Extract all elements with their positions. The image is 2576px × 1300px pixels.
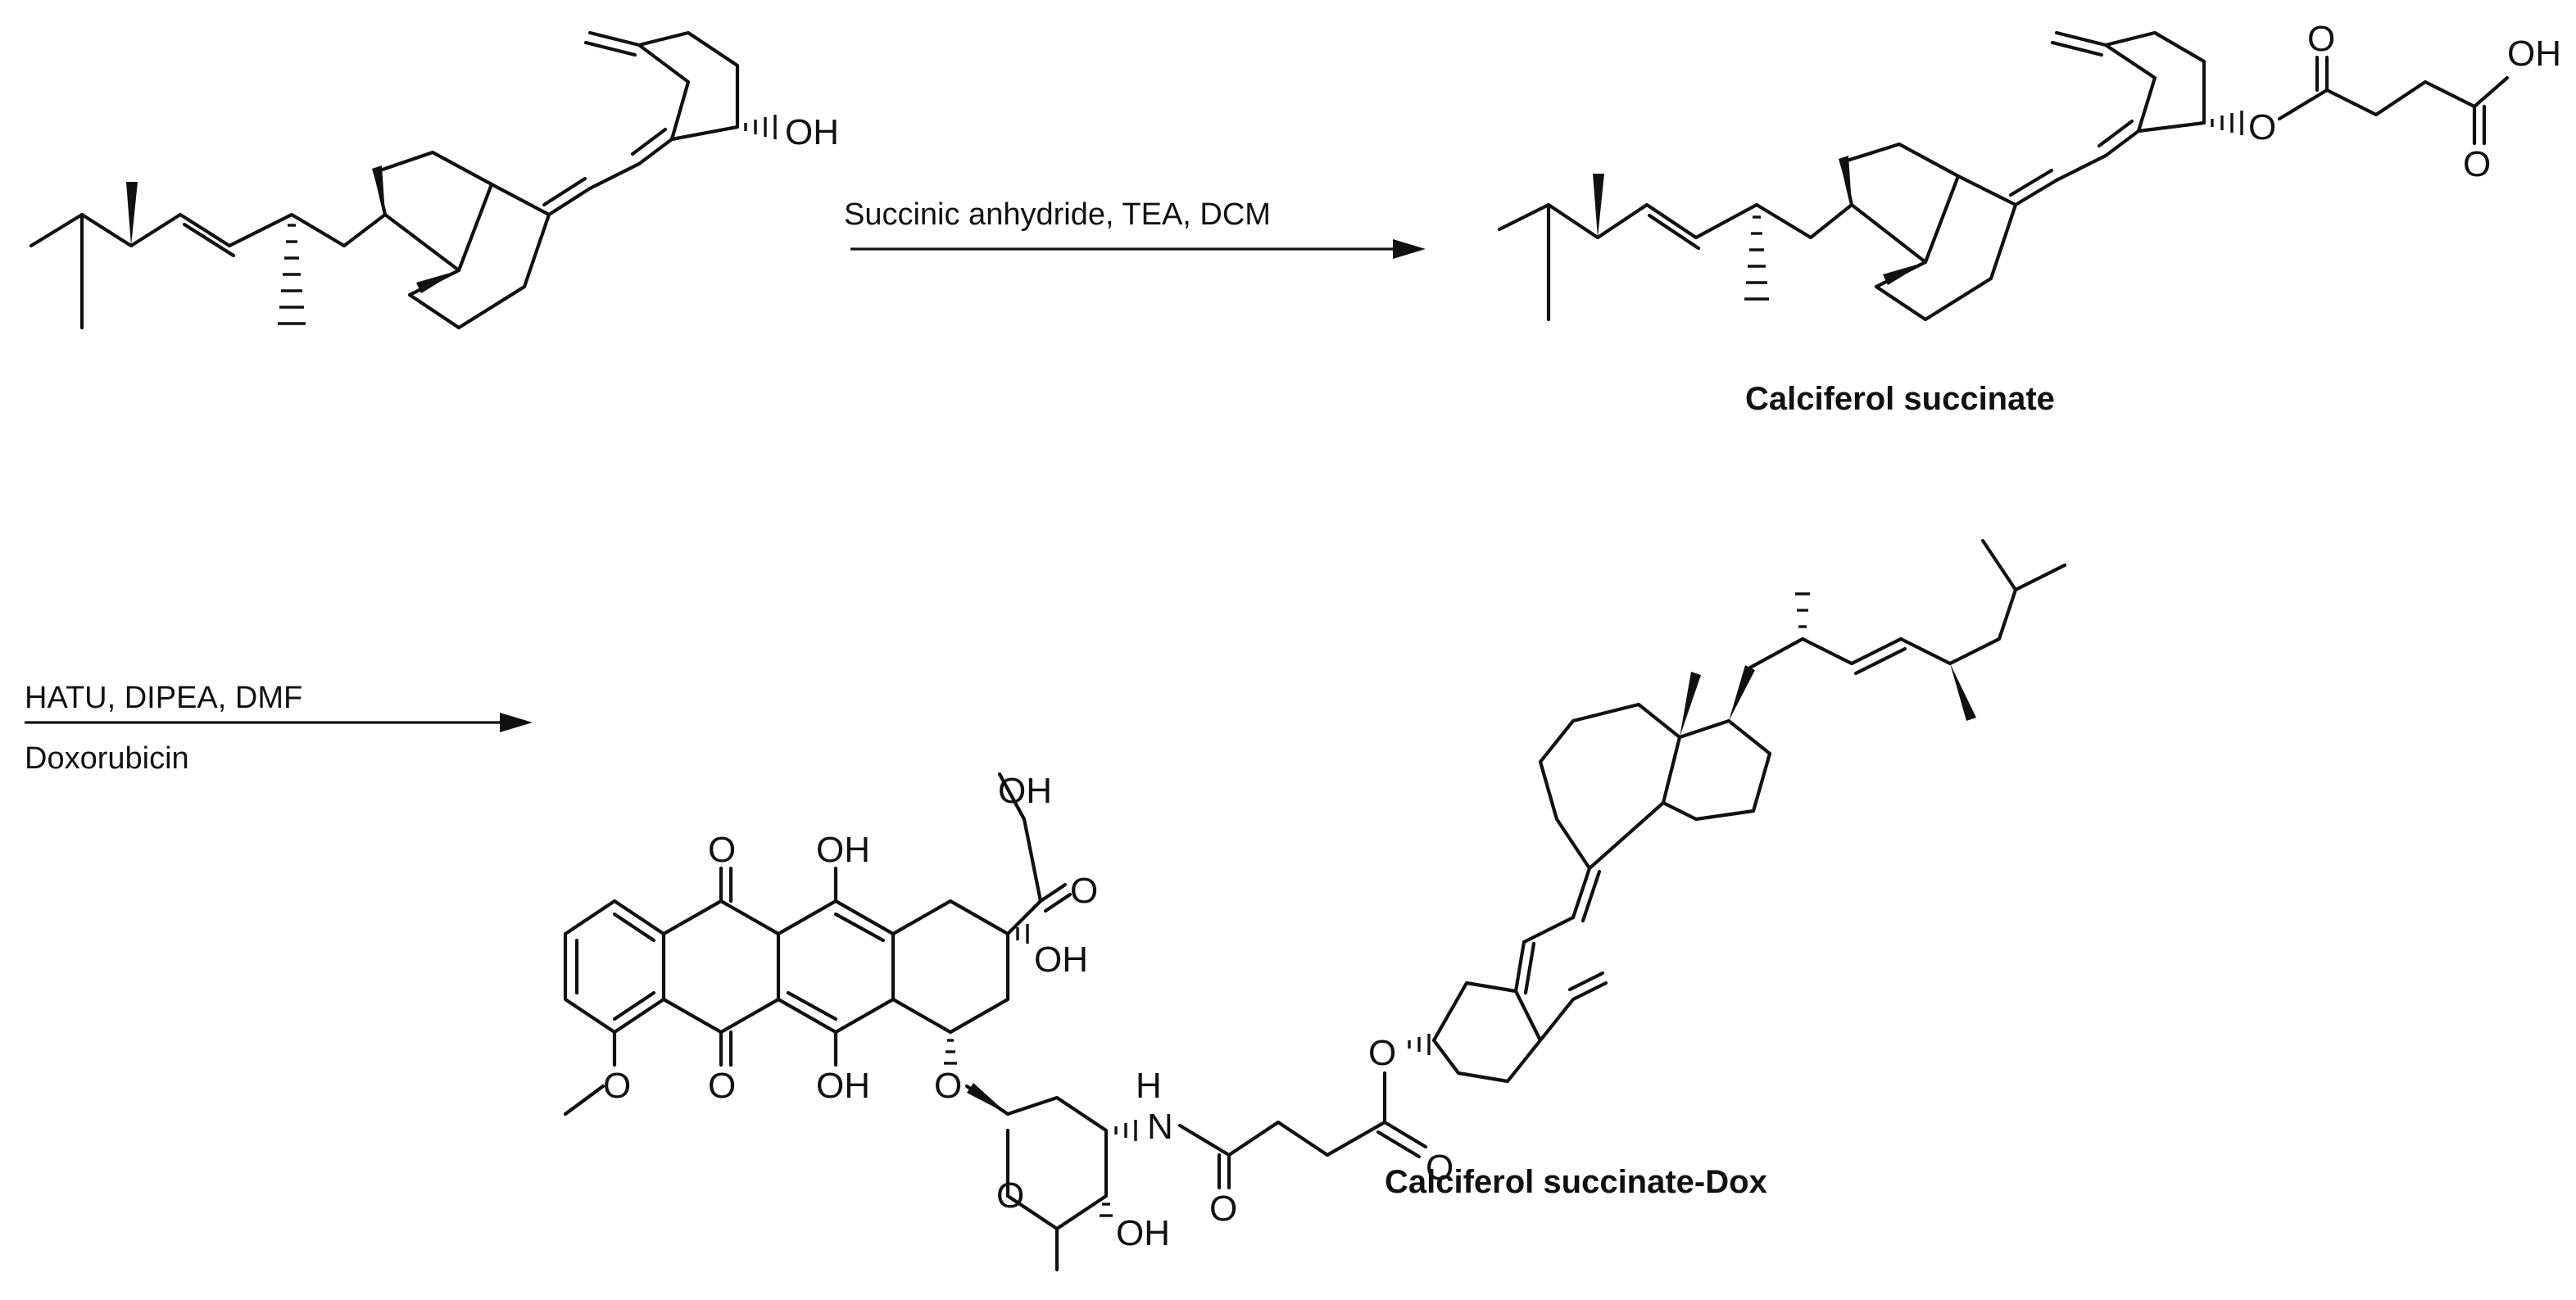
stereo-hash	[1744, 215, 1769, 301]
phenol-hydroxyl-bottom-label: OH	[816, 1066, 870, 1106]
stereo-hash	[278, 224, 306, 325]
stereo-wedge	[1680, 672, 1701, 737]
product1-name: Calciferol succinate	[1745, 381, 2055, 417]
stereo-wedge	[1839, 156, 1852, 205]
amide-oxygen-label: O	[1209, 1189, 1237, 1229]
quinone-oxygen-top-label: O	[708, 830, 736, 870]
stereo-wedge	[1883, 262, 1925, 285]
stereo-wedge	[1950, 664, 1976, 721]
tertiary-hydroxyl-label: OH	[1034, 940, 1088, 980]
ketone-oxygen-label: O	[1070, 871, 1098, 911]
stereo-hash	[1100, 1203, 1113, 1217]
stereo-hash	[944, 1039, 957, 1065]
side-chain-hydroxyl-label: OH	[998, 771, 1052, 811]
carbonyl-oxygen-label: O	[2307, 19, 2335, 59]
stereo-hash	[744, 115, 777, 139]
stereo-hash	[1795, 592, 1810, 628]
amide-h-label: H	[1136, 1066, 1162, 1106]
hydroxyl-label: OH	[785, 112, 839, 152]
step2-reagents-line2: Doxorubicin	[25, 741, 189, 776]
ester2-carbonyl-oxygen-label: O	[1426, 1148, 1454, 1188]
stereo-wedge	[1729, 665, 1755, 721]
stereo-hash	[1114, 1120, 1137, 1141]
glycosidic-oxygen-label: O	[934, 1066, 962, 1106]
stereo-wedge	[372, 165, 385, 215]
ring-oxygen-label: O	[996, 1175, 1024, 1216]
amide-n-label: N	[1147, 1107, 1173, 1147]
step1-reagents: Succinic anhydride, TEA, DCM	[844, 197, 1271, 232]
stereo-wedge	[1593, 174, 1604, 238]
stereo-wedge	[967, 1083, 1008, 1114]
stereo-wedge	[126, 182, 138, 246]
reaction-arrow-step1: Succinic anhydride, TEA, DCM	[844, 197, 1426, 259]
stereo-hash	[2211, 111, 2243, 135]
methoxy-oxygen-label: O	[603, 1066, 631, 1106]
acid-carbonyl-oxygen-label: O	[2463, 144, 2491, 184]
reaction-arrow-step2: HATU, DIPEA, DMF Doxorubicin	[25, 681, 533, 776]
ester2-oxygen-label: O	[1368, 1033, 1396, 1073]
stereo-wedge	[416, 270, 459, 293]
stereo-hash	[1016, 924, 1029, 944]
ester-oxygen-label: O	[2248, 107, 2276, 147]
quinone-oxygen-bottom-label: O	[708, 1066, 736, 1106]
ergocalciferol-structure: OH	[29, 30, 839, 330]
product2-name: Calciferol succinate-Dox	[1385, 1164, 1767, 1200]
calciferol-succinate-dox-structure: O O OH OH O OH O OH O	[563, 538, 2067, 1272]
step2-reagents-line1: HATU, DIPEA, DMF	[25, 681, 302, 715]
sugar-hydroxyl-label: OH	[1116, 1213, 1170, 1253]
phenol-hydroxyl-top-label: OH	[816, 830, 870, 870]
acid-hydroxyl-label: OH	[2507, 34, 2561, 74]
stereo-hash	[1408, 1034, 1431, 1055]
calciferol-succinate-structure: O O O OH	[1497, 19, 2561, 322]
